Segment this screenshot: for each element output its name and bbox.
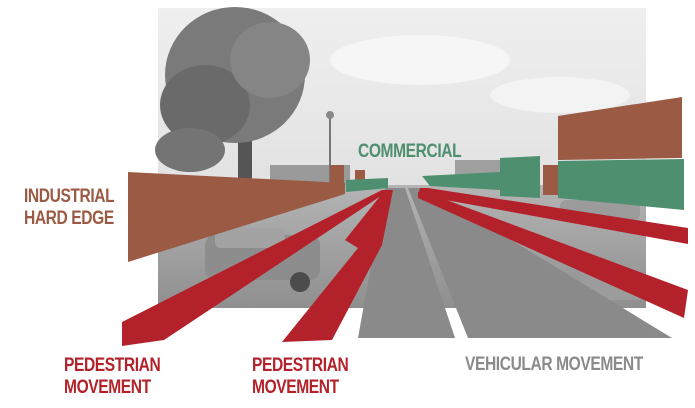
commercial-label: COMMERCIAL bbox=[358, 141, 462, 162]
pedestrian-path-left bbox=[122, 190, 390, 346]
industrial-hard-edge-label: INDUSTRIAL HARD EDGE bbox=[24, 186, 115, 230]
pedestrian-movement-label-left: PEDESTRIAN MOVEMENT bbox=[64, 355, 161, 399]
industrial-block-small bbox=[355, 170, 365, 184]
commercial-block bbox=[558, 159, 684, 210]
street-lamp-head bbox=[326, 111, 334, 119]
commercial-overlay bbox=[346, 156, 684, 210]
cloud bbox=[330, 35, 510, 85]
industrial-block-small bbox=[543, 165, 559, 195]
commercial-block bbox=[346, 178, 388, 192]
industrial-block-small bbox=[330, 165, 344, 185]
industrial-label-line2: HARD EDGE bbox=[24, 208, 114, 229]
pedestrian-path-right-lower bbox=[418, 192, 688, 318]
pedestrian-movement-label-center: PEDESTRIAN MOVEMENT bbox=[252, 355, 349, 399]
pedestrian-center-line1: PEDESTRIAN bbox=[252, 355, 349, 376]
industrial-label-line1: INDUSTRIAL bbox=[24, 186, 115, 207]
pedestrian-center-line2: MOVEMENT bbox=[252, 377, 339, 398]
cloud bbox=[490, 77, 630, 113]
commercial-block bbox=[500, 156, 540, 198]
industrial-hard-edge-overlay bbox=[128, 97, 682, 262]
pedestrian-movement-overlay bbox=[122, 188, 688, 346]
vehicular-movement-label: VEHICULAR MOVEMENT bbox=[465, 354, 643, 375]
pedestrian-path-center bbox=[282, 190, 393, 342]
pedestrian-path-right-upper bbox=[418, 188, 688, 244]
road-lane-right bbox=[408, 188, 672, 338]
industrial-block-left bbox=[128, 172, 345, 262]
tree-icon bbox=[155, 7, 310, 190]
commercial-block bbox=[422, 172, 500, 190]
pedestrian-left-line1: PEDESTRIAN bbox=[64, 355, 161, 376]
pedestrian-left-line2: MOVEMENT bbox=[64, 377, 151, 398]
industrial-block-right bbox=[558, 97, 682, 160]
